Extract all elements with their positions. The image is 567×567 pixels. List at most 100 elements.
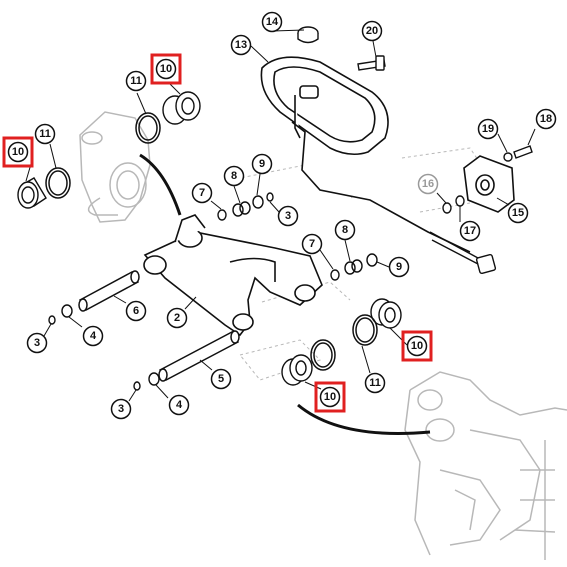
pin-5 [158,330,240,382]
callout-circle [417,173,439,195]
callout-label: 10 [411,340,423,352]
callout-label: 17 [464,225,476,237]
callout-6: 6 [125,300,147,322]
callout-4-lower: 4 [168,394,190,416]
callout-7-lower: 7 [301,233,323,255]
callout-label: 4 [176,399,183,411]
callout-11-top: 11 [125,70,147,92]
bracket-15 [463,155,515,213]
callout-14: 14 [261,11,283,33]
callout-20: 20 [361,20,383,42]
callout-8-lower: 8 [334,219,356,241]
callout-label: 5 [218,373,224,385]
callout-label: 6 [133,305,139,317]
callout-circle [319,386,341,408]
chassis-frame [404,371,567,560]
callout-2: 2 [166,307,188,329]
callout-box [150,53,182,85]
callout-4-left: 4 [82,325,104,347]
callout-circle [406,335,428,357]
callout-circle [361,20,383,42]
callout-label: 10 [324,391,336,403]
callout-circle [277,205,299,227]
callout-circle [459,220,481,242]
callout-circle [507,202,529,224]
callout-circle [334,219,356,241]
callout-circle [110,398,132,420]
callout-circle [155,58,177,80]
callout-circle [166,307,188,329]
callout-circle [7,141,29,163]
callout-label: 4 [90,330,97,342]
callouts: 14 20 13 10 11 19 18 [2,11,557,420]
callout-circle [191,182,213,204]
washer-16-17 [442,195,465,214]
callout-10-top: 10 [150,53,182,85]
callout-11-left: 11 [34,123,56,145]
callout-label: 9 [259,158,265,170]
callout-circle [210,368,232,390]
callout-circle [364,372,386,394]
callout-box [314,381,346,413]
callout-circle [388,256,410,278]
callout-box [401,330,433,362]
callout-15: 15 [507,202,529,224]
callout-17: 17 [459,220,481,242]
callout-10-bottom: 10 [314,381,346,413]
callout-circle [168,394,190,416]
seals-11 [45,112,378,371]
callout-label: 2 [174,312,180,324]
callout-label: 7 [309,238,315,250]
callout-label: 3 [34,337,40,349]
bearing-10-low [281,354,313,386]
callout-label: 20 [366,25,378,37]
callout-label: 19 [482,123,494,135]
callout-16: 16 [417,173,439,195]
callout-circle [301,233,323,255]
bearing-10-top [162,91,201,125]
callout-circle [125,70,147,92]
callout-19: 19 [477,118,499,140]
callout-9-lower: 9 [388,256,410,278]
callout-5: 5 [210,368,232,390]
callout-label: 7 [199,187,205,199]
bearing-10-mid [370,298,402,329]
washer-19 [503,145,533,162]
callout-label: 18 [540,113,552,125]
callout-label: 3 [285,210,291,222]
swing-arm [143,214,323,337]
callout-circle [261,11,283,33]
left-hub [79,111,151,223]
callout-label: 11 [39,128,51,140]
callout-3-upper: 3 [277,205,299,227]
callout-circle [230,34,252,56]
indicator-curves [139,153,431,435]
callout-label: 15 [512,207,524,219]
cap-14 [297,26,319,44]
callout-circle [34,123,56,145]
callout-label: 8 [231,170,237,182]
callout-circle [251,153,273,175]
callout-label: 3 [118,403,124,415]
callout-box [2,136,34,168]
washers-3-4 [48,304,160,391]
callout-label: 8 [342,224,348,236]
callout-10-right: 10 [401,330,433,362]
callout-13: 13 [230,34,252,56]
callout-circle [26,332,48,354]
bearing-10-left [17,177,47,209]
callout-circle [223,165,245,187]
callout-circle [477,118,499,140]
callout-label: 9 [396,261,402,273]
callout-3-lower: 3 [110,398,132,420]
bolt-20 [357,55,386,71]
callout-8-upper: 8 [223,165,245,187]
callout-3-left: 3 [26,332,48,354]
callout-11-right: 11 [364,372,386,394]
callout-circle [535,108,557,130]
leader-lines [25,29,536,402]
callout-18: 18 [535,108,557,130]
bracket-13 [260,56,471,253]
